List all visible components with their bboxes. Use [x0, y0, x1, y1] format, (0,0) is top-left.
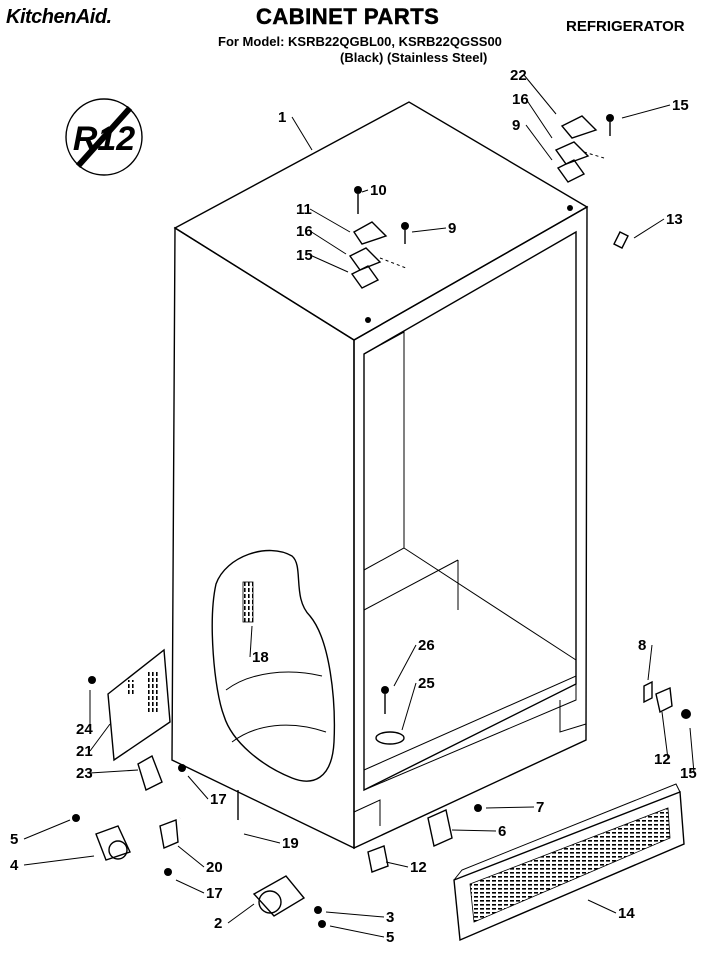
leader-line — [525, 98, 553, 139]
leader-line — [451, 829, 497, 832]
callout-12: 12 — [410, 859, 427, 876]
leader-line — [523, 74, 557, 115]
right-lower-bracket — [643, 680, 691, 719]
callout-9: 9 — [512, 117, 520, 134]
callout-20: 20 — [206, 859, 223, 876]
page-title: CABINET PARTS — [256, 4, 440, 30]
leader-line — [587, 899, 617, 914]
callout-6: 6 — [498, 823, 506, 840]
left-small-parts — [88, 676, 186, 791]
callout-18: 18 — [252, 649, 269, 666]
cabinet-clip — [613, 231, 629, 249]
leader-line — [243, 833, 281, 844]
callout-9: 9 — [448, 220, 456, 237]
leader-line — [23, 855, 95, 866]
cabinet-body — [171, 101, 589, 850]
rear-side-panel — [107, 648, 171, 762]
no-r12-badge: R12 — [65, 98, 143, 176]
front-caster — [72, 814, 131, 861]
callout-23: 23 — [76, 765, 93, 782]
callout-2: 2 — [214, 915, 222, 932]
leader-line — [177, 845, 205, 868]
callout-5: 5 — [386, 929, 394, 946]
callout-15: 15 — [296, 247, 313, 264]
leader-line — [329, 925, 385, 938]
callout-10: 10 — [370, 182, 387, 199]
callout-1: 1 — [278, 109, 286, 126]
callout-4: 4 — [10, 857, 19, 874]
base-grille — [453, 783, 685, 942]
callout-16: 16 — [296, 223, 313, 240]
callout-16: 16 — [512, 91, 529, 108]
drain-tube — [159, 790, 239, 876]
callout-5: 5 — [10, 831, 18, 848]
leader-line — [621, 104, 671, 119]
callout-17: 17 — [206, 885, 223, 902]
leader-line — [187, 775, 209, 800]
callout-19: 19 — [282, 835, 299, 852]
callout-7: 7 — [536, 799, 544, 816]
leader-line — [385, 861, 409, 868]
leader-line — [689, 727, 695, 774]
leader-line — [361, 189, 369, 193]
leader-line — [309, 230, 347, 255]
top-hinge-left — [348, 186, 409, 323]
leader-line — [291, 116, 313, 151]
variant-line: (Black) (Stainless Steel) — [340, 50, 488, 65]
leader-line — [23, 819, 71, 840]
lower-brackets — [367, 804, 482, 873]
leader-line — [249, 625, 253, 658]
callout-25: 25 — [418, 675, 435, 692]
callout-12: 12 — [654, 751, 671, 768]
center-bracket — [375, 686, 405, 745]
callout-8: 8 — [638, 637, 646, 654]
leader-line — [525, 124, 553, 161]
leader-line — [89, 769, 139, 774]
callout-21: 21 — [76, 743, 93, 760]
leader-line — [633, 218, 665, 239]
leader-line — [89, 723, 111, 752]
top-hinge-right — [554, 114, 614, 211]
leader-line — [661, 711, 669, 760]
leader-line — [309, 254, 349, 273]
leader-line — [485, 806, 535, 809]
leader-line — [175, 879, 205, 894]
category-label: REFRIGERATOR — [566, 18, 685, 35]
callout-15: 15 — [680, 765, 697, 782]
leader-line — [227, 903, 255, 924]
callout-3: 3 — [386, 909, 394, 926]
model-line: For Model: KSRB22QGBL00, KSRB22QGSS00 — [218, 34, 502, 49]
leader-line — [393, 644, 417, 687]
callout-17: 17 — [210, 791, 227, 808]
callout-22: 22 — [510, 67, 527, 84]
callout-26: 26 — [418, 637, 435, 654]
leader-line — [309, 208, 351, 233]
leader-line — [411, 227, 447, 233]
leader-line — [647, 644, 653, 681]
callout-13: 13 — [666, 211, 683, 228]
callout-14: 14 — [618, 905, 635, 922]
rear-roller — [252, 875, 326, 928]
callout-15: 15 — [672, 97, 689, 114]
leader-line — [401, 682, 417, 731]
callout-11: 11 — [296, 201, 312, 218]
callout-24: 24 — [76, 721, 93, 738]
leader-line — [325, 911, 385, 918]
brand-logo: KitchenAid. — [6, 6, 112, 28]
